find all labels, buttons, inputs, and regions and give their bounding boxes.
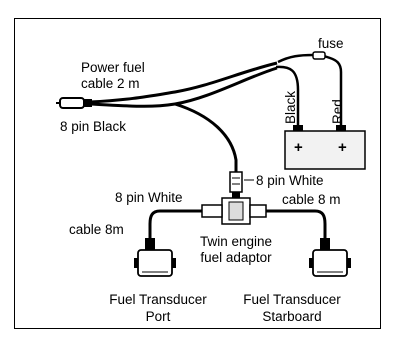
label-8pin-white-right: 8 pin White: [256, 173, 324, 188]
power-cable-upper: [89, 61, 278, 104]
label-8pin-black: 8 pin Black: [60, 119, 127, 134]
label-starboard-1: Fuel Transducer: [243, 292, 341, 307]
adaptor-feed-cable: [174, 102, 238, 172]
black-lead: [275, 65, 300, 125]
twin-engine-adaptor: [201, 197, 267, 225]
label-cable-right: cable 8 m: [282, 192, 341, 207]
label-port-2: Port: [145, 309, 171, 324]
label-black-lead: Black: [283, 90, 298, 124]
diagram-frame: [14, 18, 381, 329]
battery-terminal-plus-left: +: [294, 139, 303, 156]
red-lead: [323, 54, 343, 125]
cable-to-port: [148, 209, 202, 254]
cable-to-starboard: [266, 209, 327, 254]
label-port-1: Fuel Transducer: [109, 292, 207, 307]
connector-8pin-black: [56, 97, 92, 109]
label-fuse: fuse: [318, 36, 344, 51]
label-power-cable-2: cable 2 m: [81, 76, 140, 91]
battery-terminal-plus-right: +: [338, 139, 347, 156]
label-starboard-2: Starboard: [262, 309, 322, 324]
fuel-transducer-port: [134, 238, 176, 277]
label-8pin-white-left: 8 pin White: [115, 190, 183, 205]
connector-8pin-white-top: [229, 171, 243, 198]
fuel-transducer-starboard: [309, 238, 351, 277]
label-red-lead: Red: [330, 99, 345, 124]
fuse-holder: [277, 51, 326, 64]
label-power-cable-1: Power fuel: [81, 60, 145, 75]
battery: [284, 125, 366, 170]
label-cable-left: cable 8m: [69, 222, 124, 237]
label-adaptor-1: Twin engine: [199, 234, 273, 249]
label-adaptor-2: fuel adaptor: [200, 250, 272, 265]
